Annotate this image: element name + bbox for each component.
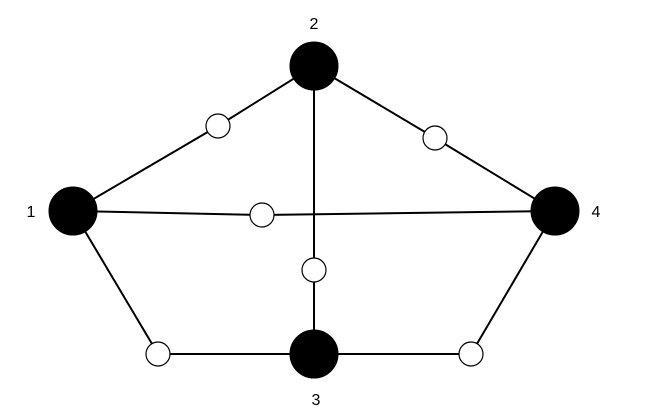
small-node-s23: [301, 257, 327, 283]
large-node-1: [48, 186, 98, 236]
node-label-2: 2: [310, 16, 319, 33]
edge-1-to-s14: [72, 210, 263, 216]
labels-layer: 1 2 3 4: [27, 16, 601, 409]
small-node-s12: [205, 113, 231, 139]
edges-layer: [72, 65, 556, 355]
edge-s14-to-4: [261, 210, 556, 216]
small-node-s34: [458, 341, 484, 367]
large-nodes-layer: [48, 41, 580, 379]
small-node-s13: [145, 341, 171, 367]
node-label-1: 1: [27, 204, 36, 221]
small-node-s24: [422, 125, 448, 151]
node-label-4: 4: [592, 204, 601, 221]
large-node-4: [530, 186, 580, 236]
edge-1-to-s12: [72, 125, 219, 212]
edge-1-to-s13: [72, 210, 159, 355]
large-node-3: [289, 329, 339, 379]
edge-s34-to-4: [470, 210, 556, 355]
small-nodes-layer: [145, 113, 484, 367]
node-label-3: 3: [312, 392, 321, 409]
large-node-2: [289, 41, 339, 91]
small-node-s14: [249, 202, 275, 228]
